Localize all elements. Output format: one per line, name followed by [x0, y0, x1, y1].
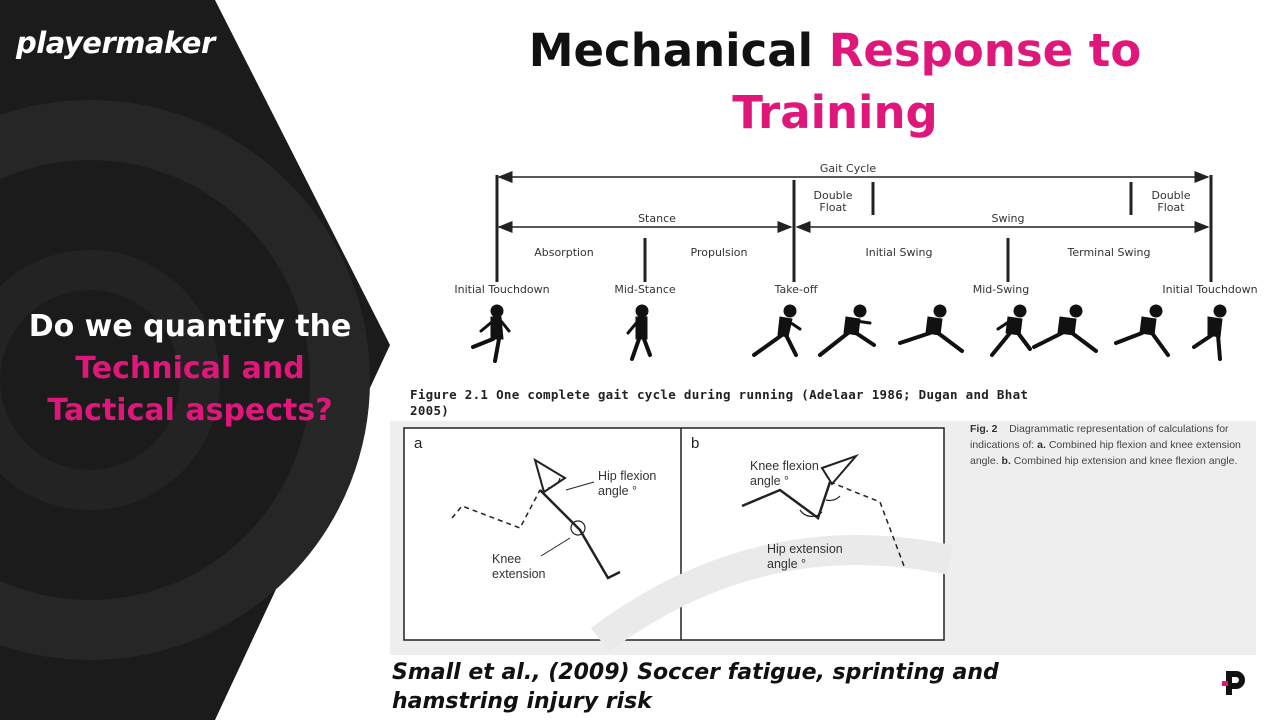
panel-a-letter: a: [414, 435, 423, 452]
brand-logo: playermaker: [16, 26, 215, 60]
figure-2-caption: Fig. 2 Diagrammatic representation of ca…: [970, 421, 1250, 469]
figure-1-caption-line-2: 2005): [410, 403, 450, 418]
figure-2-caption-text: Diagrammatic representation of calculati…: [970, 423, 1229, 451]
knee-flexion-label-line-2: angle °: [750, 474, 789, 488]
hip-flexion-label-line-2: angle °: [598, 484, 637, 498]
figure-2-caption-label: Fig. 2: [970, 423, 998, 435]
propulsion-label: Propulsion: [691, 246, 748, 259]
panel-background: [0, 0, 390, 720]
event-initial-touchdown-1: Initial Touchdown: [454, 283, 549, 296]
question-line-1: Do we quantify the: [28, 309, 352, 344]
gait-cycle-label: Gait Cycle: [820, 162, 876, 175]
hip-extension-label-line-2: angle °: [767, 557, 806, 571]
figure-1-caption-line-1: Figure 2.1 One complete gait cycle durin…: [410, 387, 1029, 402]
event-mid-stance: Mid-Stance: [614, 283, 676, 296]
hip-flexion-label-line-1: Hip flexion: [598, 469, 656, 483]
swing-label: Swing: [992, 212, 1025, 225]
double-float-2-line-1: Double: [1152, 189, 1191, 202]
event-take-off: Take-off: [774, 283, 818, 296]
panel-b-letter: b: [691, 435, 699, 452]
citation-line-2: hamstring injury risk: [392, 689, 652, 714]
double-float-1-line-1: Double: [814, 189, 853, 202]
citation: Small et al., (2009) Soccer fatigue, spr…: [392, 658, 1192, 716]
figure-2-caption-a-text: Combined hip flexion and knee extension …: [970, 439, 1241, 467]
question-line-2: Technical and: [75, 351, 305, 386]
gait-cycle-diagram: Gait Cycle Stance Swing Double Float Dou…: [454, 162, 1258, 363]
title-part-2: Response to: [828, 24, 1142, 77]
question-text: Do we quantify the Technical and Tactica…: [0, 306, 380, 432]
left-panel: playermaker Do we quantify the Technical…: [0, 0, 400, 720]
figure-2-caption-b-text: Combined hip extension and knee flexion …: [1013, 455, 1238, 467]
question-line-3: Tactical aspects?: [47, 393, 333, 428]
runner-silhouettes: [471, 304, 1227, 363]
hip-extension-label-line-1: Hip extension: [767, 542, 843, 556]
figure-2-caption-b-label: b.: [1001, 455, 1011, 467]
title-part-3: Training: [732, 86, 938, 139]
stance-label: Stance: [638, 212, 676, 225]
event-initial-touchdown-2: Initial Touchdown: [1162, 283, 1257, 296]
initial-swing-label: Initial Swing: [866, 246, 933, 259]
double-float-2-line-2: Float: [1157, 201, 1185, 214]
terminal-swing-label: Terminal Swing: [1067, 246, 1151, 259]
knee-extension-label-line-1: Knee: [492, 552, 521, 566]
event-mid-swing: Mid-Swing: [973, 283, 1030, 296]
slide-title: Mechanical Response to Training: [440, 20, 1230, 144]
knee-flexion-label-line-1: Knee flexion: [750, 459, 819, 473]
absorption-label: Absorption: [534, 246, 594, 259]
knee-extension-label-line-2: extension: [492, 567, 546, 581]
title-part-1: Mechanical: [528, 24, 814, 77]
playermaker-corner-logo-icon: [1222, 671, 1245, 695]
figure-2-caption-a-label: a.: [1037, 439, 1046, 451]
figure-1-caption: Figure 2.1 One complete gait cycle durin…: [410, 387, 1210, 419]
double-float-1-line-2: Float: [819, 201, 847, 214]
citation-line-1: Small et al., (2009) Soccer fatigue, spr…: [392, 660, 999, 685]
